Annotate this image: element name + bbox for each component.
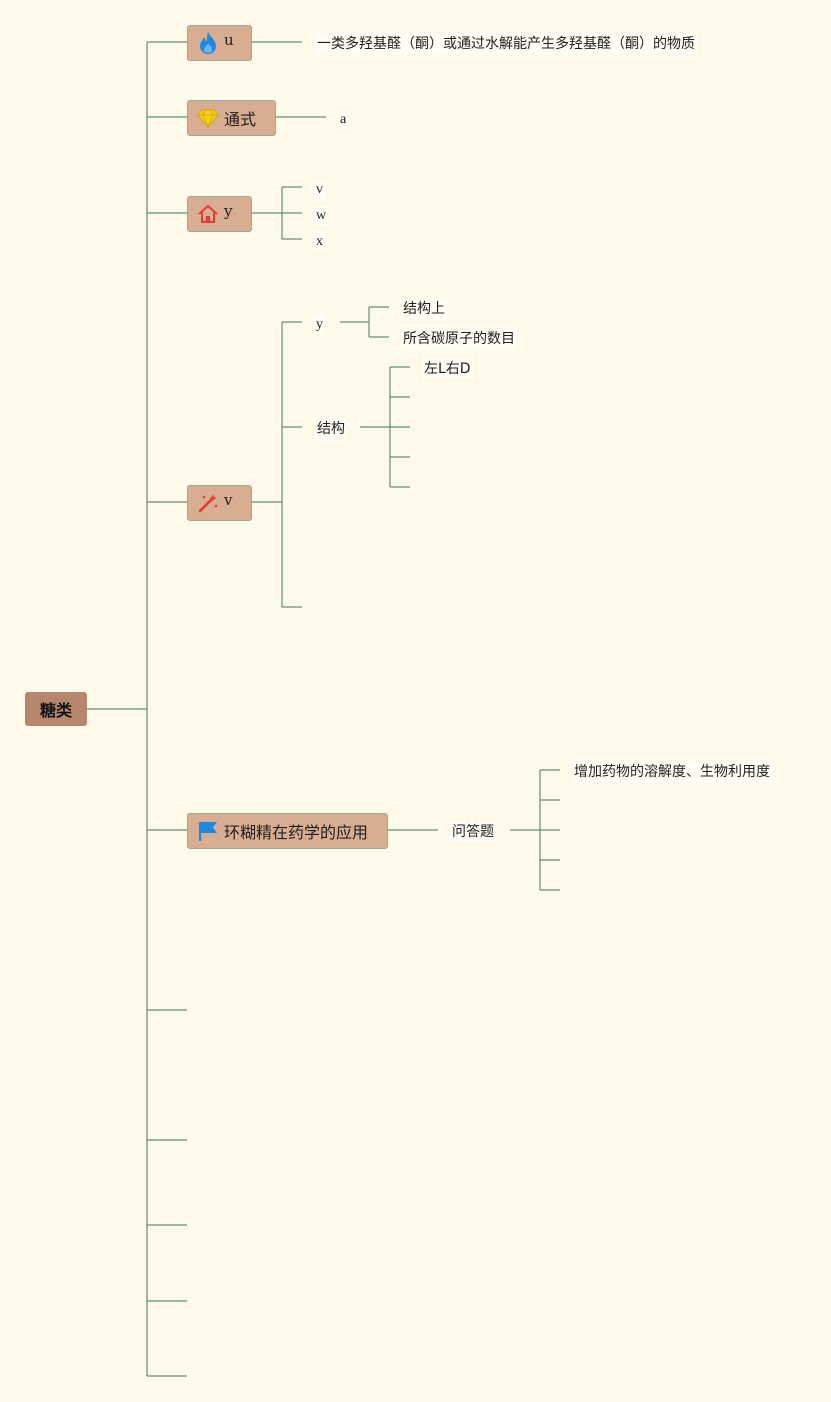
sub-node-qa: 问答题 [450,822,496,842]
definition-text: 一类多羟基醛（酮）或通过水解能产生多羟基醛（酮）的物质 [315,34,697,54]
branch-label: u [224,31,234,49]
fire-icon [196,31,220,55]
leaf-solubility: 增加药物的溶解度、生物利用度 [572,762,772,782]
branch-label: v [224,491,233,509]
root-label: 糖类 [39,701,72,720]
branch-node-formula[interactable]: 通式 [187,100,276,136]
leaf-v: v [314,180,325,200]
gem-icon [196,106,220,130]
sub-node-y: y [314,315,325,335]
leaf-carbon-count: 所含碳原子的数目 [401,329,517,349]
leaf-structure-upper: 结构上 [401,299,447,319]
sub-node-structure: 结构 [315,419,347,439]
leaf-x: x [314,232,325,252]
house-icon [196,202,220,226]
branch-label: 通式 [224,110,257,129]
magic-wand-icon [196,491,220,515]
leaf-left-l-right-d: 左L右D [422,359,473,379]
branch-label: y [224,202,233,220]
leaf-w: w [314,206,329,226]
branch-label: 环糊精在药学的应用 [224,823,369,842]
branch-node-definition[interactable]: u [187,25,252,61]
formula-text: a [338,110,349,130]
branch-node-v[interactable]: v [187,485,252,521]
flag-icon [196,819,220,843]
root-node[interactable]: 糖类 [25,692,87,726]
branch-node-y[interactable]: y [187,196,252,232]
branch-node-cyclodextrin[interactable]: 环糊精在药学的应用 [187,813,388,849]
